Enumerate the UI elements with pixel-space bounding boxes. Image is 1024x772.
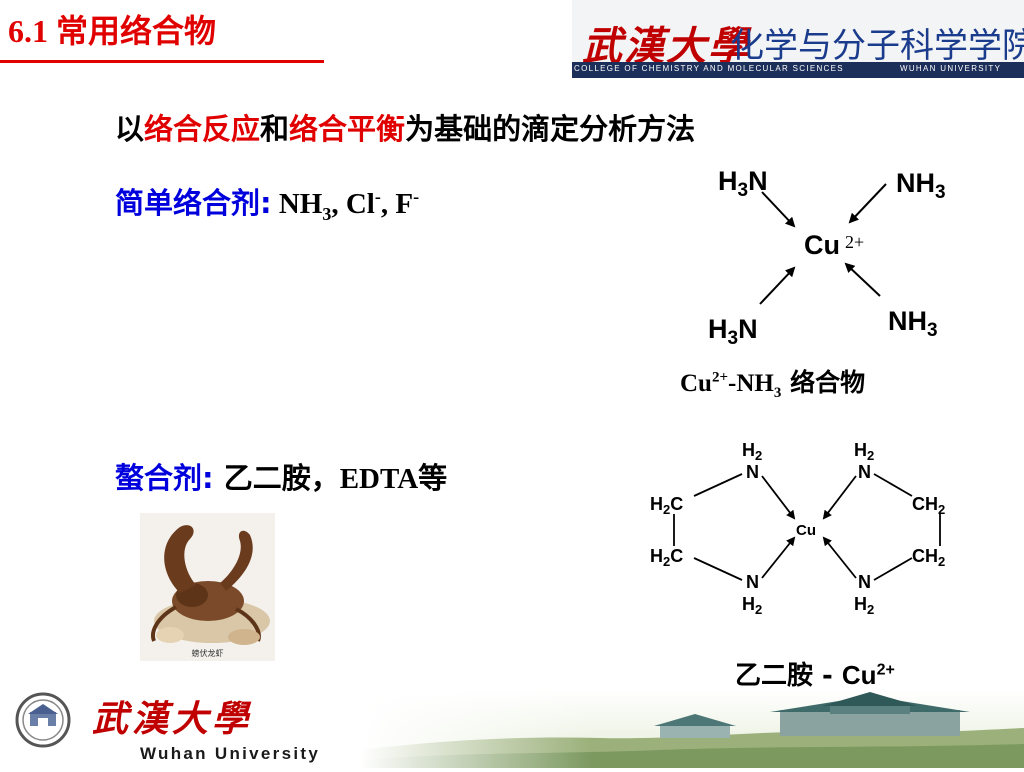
- chelating-edta: EDTA: [339, 463, 419, 495]
- nh2-top-left-h: H2: [742, 440, 762, 463]
- caption-cu: Cu: [680, 370, 712, 397]
- chelating-agents-line: 螯合剂: 乙二胺，EDTA等: [115, 455, 447, 497]
- ligand-h3n-top-left: H3N: [718, 166, 768, 201]
- coord-arrow-tl: [761, 475, 796, 520]
- caption-nh: -NH: [728, 370, 774, 397]
- headline-highlight-reaction: 络合反应: [144, 112, 261, 146]
- cu-nh3-complex-diagram: H3N NH3 H3N NH3 Cu 2+: [708, 166, 946, 349]
- cu-en-caption: 乙二胺 - Cu2+: [735, 655, 895, 692]
- ch2-lower-right: CH2: [912, 546, 945, 569]
- simple-ligands-list: NH3, Cl-, F-: [271, 186, 420, 223]
- ligand-cl: , Cl: [331, 188, 375, 220]
- campus-image: [360, 690, 1024, 768]
- coord-arrow-tr: [822, 475, 857, 520]
- cu-nh3-caption: Cu2+-NH3 络合物: [680, 363, 865, 402]
- headline-part: 和: [260, 112, 290, 146]
- caption-complex-word: 络合物: [781, 368, 866, 397]
- campus-landscape-image: [360, 690, 1024, 768]
- headline-highlight-equilibrium: 络合平衡: [289, 112, 406, 146]
- footer-university-en: Wuhan University: [140, 744, 321, 763]
- footer-university-cn: 武漢大學: [92, 698, 253, 740]
- logo-university-en: WUHAN UNIVERSITY: [900, 64, 1002, 73]
- subscript: 3: [322, 203, 332, 224]
- headline-part: 为基础的滴定分析方法: [405, 112, 696, 146]
- simple-ligands-label: 简单络合剂:: [115, 186, 272, 220]
- superscript: -: [413, 186, 420, 207]
- coord-arrow-br: [822, 536, 857, 579]
- caption-en-cu: Cu: [841, 660, 877, 690]
- bond-arrow-tl: [761, 191, 796, 228]
- bond-arrow-br: [844, 262, 881, 297]
- logo-college-cn: 化学与分子科学学院: [730, 26, 1024, 66]
- ligand-f: , F: [380, 188, 414, 220]
- bond-ch2-n-br: [873, 557, 913, 581]
- bond-n-ch2-tr: [873, 473, 913, 497]
- nh2-bottom-left-h: H2: [742, 594, 762, 617]
- ligand-nh3-top-right: NH3: [896, 168, 946, 203]
- title-underline: [0, 60, 324, 63]
- h2c-lower-left: H2C: [650, 546, 683, 569]
- nh2-top-right-h: H2: [854, 440, 874, 463]
- simple-ligands-line: 简单络合剂: NH3, Cl-, F-: [115, 180, 419, 225]
- ligand-h3n-bottom-left: H3N: [708, 314, 758, 349]
- n-top-left: N: [746, 462, 759, 482]
- bond-arrow-tr: [848, 183, 887, 224]
- headline: 以络合反应和络合平衡为基础的滴定分析方法: [115, 106, 695, 148]
- lobster-caption: 螃伏龙虾: [191, 649, 224, 658]
- n-bottom-right: N: [858, 572, 871, 592]
- caption-en-charge: 2+: [876, 661, 895, 679]
- lobster-photo: 螃伏龙虾: [140, 513, 275, 661]
- n-top-right: N: [858, 462, 871, 482]
- h2c-upper-left: H2C: [650, 494, 683, 517]
- caption-sub: 3: [773, 385, 782, 401]
- cu-en-complex-diagram: H2 N H2 N H2C CH2 H2C CH2 N H2 N H2 Cu: [650, 440, 945, 617]
- university-emblem-icon: [15, 692, 71, 748]
- lobster-image: [140, 513, 275, 661]
- cu-center-en: Cu: [796, 522, 816, 539]
- bond-arrow-bl: [759, 266, 796, 305]
- chelating-label: 螯合剂:: [115, 461, 214, 495]
- logo-en-bar: [572, 62, 1024, 78]
- caption-en-text: 乙二胺 -: [735, 661, 842, 691]
- logo-background: [572, 0, 1024, 62]
- chelating-ethylenediamine: 乙二胺，: [213, 461, 340, 495]
- college-logo: [572, 0, 1024, 80]
- ch2-upper-right: CH2: [912, 494, 945, 517]
- superscript: -: [374, 186, 381, 207]
- slide-title-text: 6.1 常用络合物: [8, 13, 217, 49]
- logo-college-en: COLLEGE OF CHEMISTRY AND MOLECULAR SCIEN…: [574, 64, 844, 73]
- ligand-nh3: NH: [271, 188, 323, 220]
- bond-ch2-n-bl: [693, 557, 743, 581]
- n-bottom-left: N: [746, 572, 759, 592]
- nh2-bottom-right-h: H2: [854, 594, 874, 617]
- caption-charge: 2+: [711, 369, 729, 386]
- bond-n-ch2-tl: [693, 473, 743, 497]
- cu-center: Cu: [804, 230, 840, 260]
- headline-part: 以: [115, 112, 145, 146]
- cu-charge: 2+: [845, 232, 864, 252]
- slide-title: 6.1 常用络合物: [8, 6, 216, 52]
- chelating-etc: 等: [418, 461, 448, 495]
- footer-brand: [0, 680, 360, 768]
- ligand-nh3-bottom-right: NH3: [888, 306, 938, 341]
- coord-arrow-bl: [761, 536, 796, 579]
